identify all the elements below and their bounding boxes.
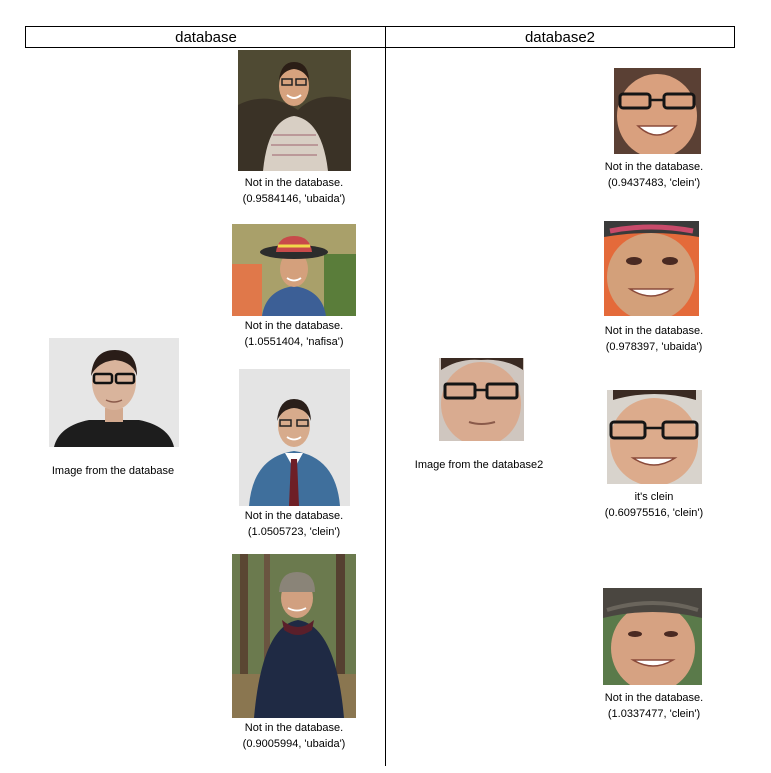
result-caption-database-2: Not in the database. (1.0551404, 'nafisa…	[244, 320, 344, 348]
result-photo-database2-2	[604, 221, 699, 316]
result-photo-database-4	[232, 554, 356, 718]
result-photo-database2-1	[614, 68, 701, 154]
reference-photo-database	[49, 338, 179, 447]
result-photo-database2-4	[603, 588, 702, 685]
result-caption-database-3: Not in the database. (1.0505723, 'clein'…	[244, 510, 344, 538]
column-header-database: database	[25, 26, 386, 48]
result-photo-database2-3	[607, 390, 702, 484]
result-photo-database-2	[232, 224, 356, 316]
result-caption-database2-4: Not in the database. (1.0337477, 'clein'…	[604, 692, 704, 720]
result-caption-database-1: Not in the database. (0.9584146, 'ubaida…	[242, 177, 346, 205]
column-divider	[385, 48, 386, 766]
reference-photo-database2	[439, 358, 524, 441]
reference-caption-database2: Image from the database2	[414, 459, 544, 471]
result-photo-database-1	[238, 50, 351, 171]
result-caption-database2-3: it's clein (0.60975516, 'clein')	[604, 491, 704, 519]
reference-caption-database: Image from the database	[51, 465, 175, 477]
result-caption-database-4: Not in the database. (0.9005994, 'ubaida…	[242, 722, 346, 750]
result-caption-database2-2: Not in the database. (0.978397, 'ubaida'…	[604, 325, 704, 353]
result-caption-database2-1: Not in the database. (0.9437483, 'clein'…	[604, 161, 704, 189]
result-photo-database-3	[239, 369, 350, 506]
column-header-database2: database2	[385, 26, 735, 48]
